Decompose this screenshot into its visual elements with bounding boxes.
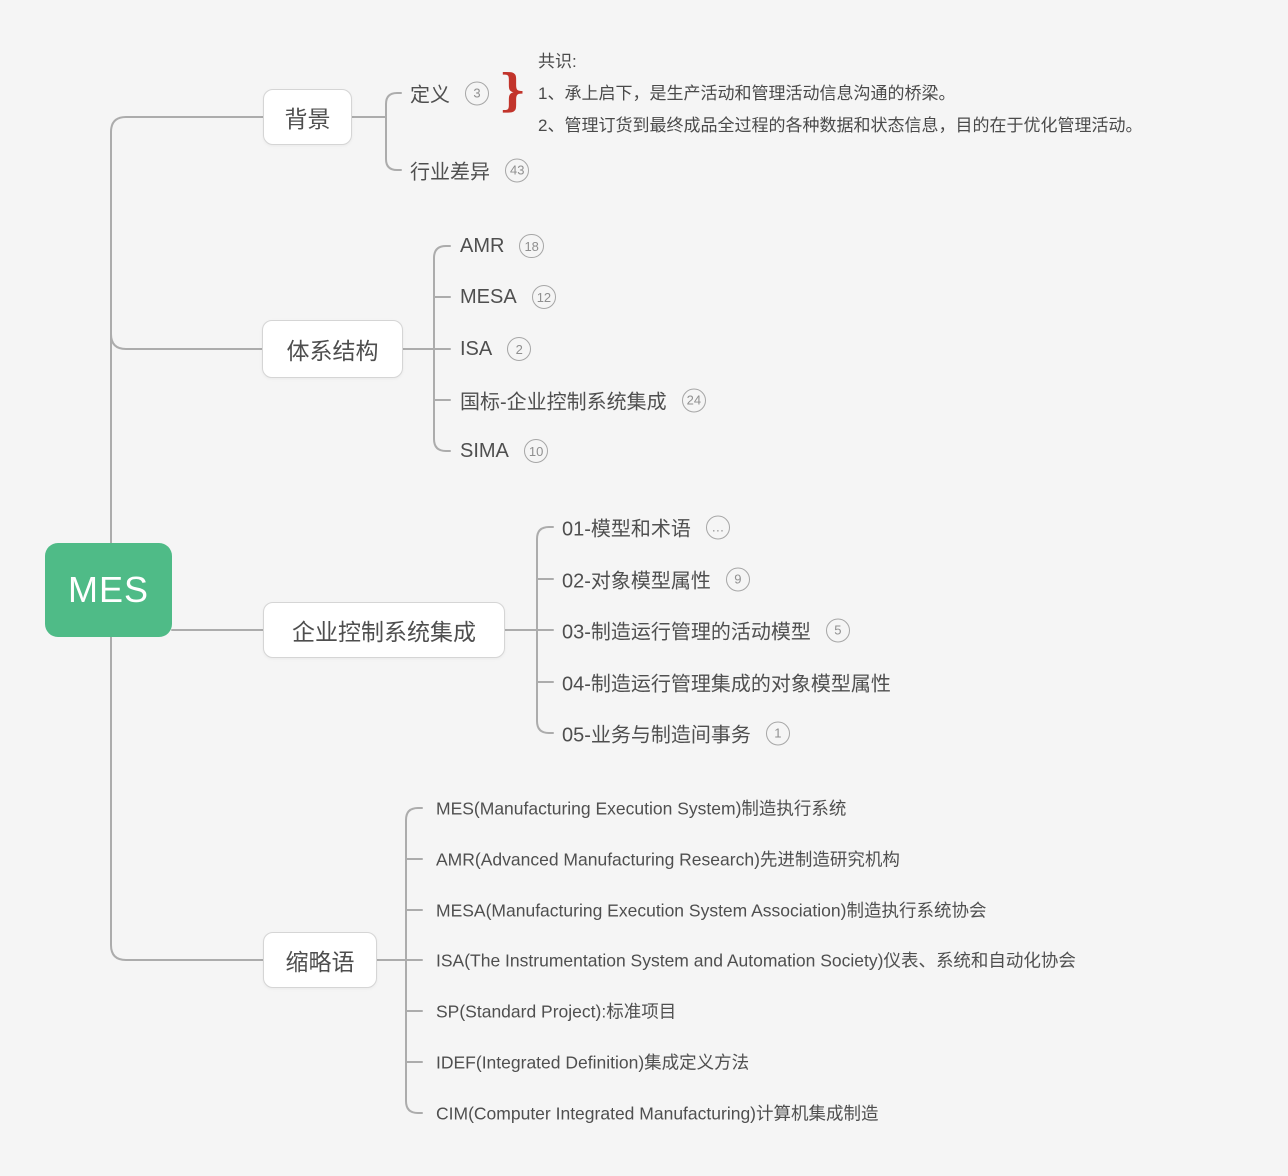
count-badge[interactable]: 10: [523, 439, 549, 463]
child-03-mom-activity-model[interactable]: 03-制造运行管理的活动模型 5: [562, 616, 850, 645]
child-label: 01-模型和术语: [562, 518, 691, 541]
child-label: 03-制造运行管理的活动模型: [562, 621, 811, 644]
child-01-models-terminology[interactable]: 01-模型和术语 …: [562, 513, 730, 542]
branch-enterprise-control-system-integration[interactable]: 企业控制系统集成: [263, 602, 505, 658]
count-badge[interactable]: 5: [825, 618, 850, 642]
child-label: MES(Manufacturing Execution System)制造执行系…: [436, 798, 847, 819]
child-abbr-isa[interactable]: ISA(The Instrumentation System and Autom…: [436, 948, 1076, 973]
count-badge[interactable]: …: [705, 515, 730, 539]
child-label: SP(Standard Project):标准项目: [436, 1001, 677, 1022]
child-abbr-idef[interactable]: IDEF(Integrated Definition)集成定义方法: [436, 1050, 749, 1075]
child-abbr-cim[interactable]: CIM(Computer Integrated Manufacturing)计算…: [436, 1101, 879, 1126]
branch-abbreviations[interactable]: 缩略语: [263, 932, 377, 988]
branch-line-architecture: [110, 333, 263, 350]
child-label: 定义: [410, 84, 450, 107]
child-abbr-amr[interactable]: AMR(Advanced Manufacturing Research)先进制造…: [436, 847, 900, 872]
branch-architecture[interactable]: 体系结构: [262, 320, 403, 378]
child-label: 02-对象模型属性: [562, 570, 711, 593]
child-05-b2m-transactions[interactable]: 05-业务与制造间事务 1: [562, 719, 790, 748]
note-title: 共识:: [538, 52, 577, 71]
child-label: AMR(Advanced Manufacturing Research)先进制造…: [436, 849, 900, 870]
child-label: 国标-企业控制系统集成: [460, 391, 667, 414]
child-mesa[interactable]: MESA 12: [460, 285, 557, 309]
child-label: ISA(The Instrumentation System and Autom…: [436, 950, 1076, 971]
child-label: CIM(Computer Integrated Manufacturing)计算…: [436, 1103, 879, 1124]
root-node-mes[interactable]: MES: [45, 543, 172, 637]
note-line-1: 1、承上启下，是生产活动和管理活动信息沟通的桥梁。: [538, 84, 956, 103]
count-badge[interactable]: 12: [531, 285, 557, 309]
child-abbr-mesa[interactable]: MESA(Manufacturing Execution System Asso…: [436, 898, 986, 923]
count-badge[interactable]: 2: [507, 337, 532, 361]
count-badge[interactable]: 9: [725, 567, 750, 591]
child-label: 行业差异: [410, 161, 490, 184]
child-abbr-mes[interactable]: MES(Manufacturing Execution System)制造执行系…: [436, 796, 846, 821]
note-line-2: 2、管理订货到最终成品全过程的各种数据和状态信息，目的在于优化管理活动。: [538, 116, 1143, 135]
count-badge[interactable]: 18: [519, 234, 544, 258]
child-04-mom-integration-attributes[interactable]: 04-制造运行管理集成的对象模型属性: [562, 668, 891, 697]
child-amr[interactable]: AMR 18: [460, 234, 544, 258]
child-label: MESA: [460, 285, 517, 308]
count-badge[interactable]: 3: [465, 81, 489, 105]
annotation-brace-icon: }: [499, 64, 527, 117]
child-label: IDEF(Integrated Definition)集成定义方法: [436, 1052, 750, 1073]
child-gb-enterprise-control[interactable]: 国标-企业控制系统集成 24: [460, 386, 707, 415]
child-industry-difference[interactable]: 行业差异 43: [410, 156, 530, 185]
count-badge[interactable]: 1: [765, 721, 790, 745]
child-label: 04-制造运行管理集成的对象模型属性: [562, 673, 891, 696]
note-annotation: 共识: 1、承上启下，是生产活动和管理活动信息沟通的桥梁。 2、管理订货到最终成…: [538, 46, 1142, 142]
child-definition[interactable]: 定义 3: [410, 79, 489, 108]
child-abbr-sp[interactable]: SP(Standard Project):标准项目: [436, 999, 676, 1024]
trunk-line: [110, 116, 264, 961]
child-isa[interactable]: ISA 2: [460, 337, 532, 361]
count-badge[interactable]: 24: [681, 388, 707, 412]
child-label: AMR: [460, 234, 505, 257]
count-badge[interactable]: 43: [505, 158, 530, 182]
child-label: SIMA: [460, 439, 509, 462]
branch-background[interactable]: 背景: [263, 89, 352, 145]
child-02-object-model-attributes[interactable]: 02-对象模型属性 9: [562, 565, 750, 594]
child-label: MESA(Manufacturing Execution System Asso…: [436, 900, 987, 921]
child-sima[interactable]: SIMA 10: [460, 439, 549, 463]
child-label: ISA: [460, 337, 493, 360]
child-label: 05-业务与制造间事务: [562, 724, 751, 747]
